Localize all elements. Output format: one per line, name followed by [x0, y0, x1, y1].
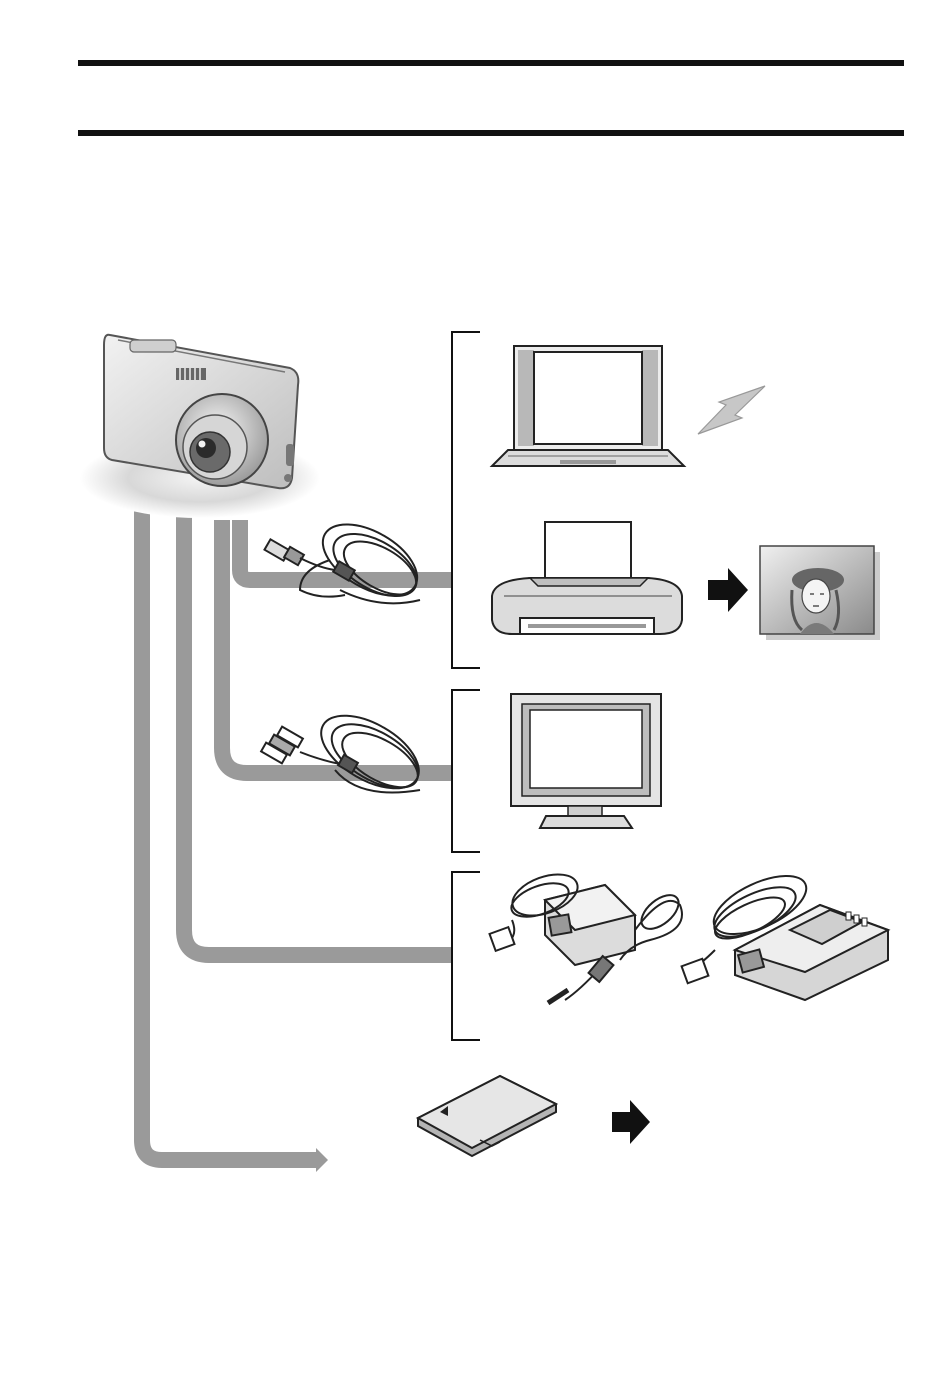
media-arrow-head [316, 1148, 328, 1172]
tv-monitor-icon [511, 694, 661, 828]
battery-charger-icon [682, 864, 888, 1000]
usb-cable-icon [264, 510, 429, 610]
connector-tv [222, 520, 452, 773]
camera-icon [80, 335, 320, 518]
ac-adaptor-icon [490, 866, 685, 1003]
laptop-computer-icon [492, 346, 684, 466]
arrow-from-card [612, 1100, 650, 1144]
connector-lines [142, 506, 452, 1160]
group-brackets [452, 332, 480, 1040]
printer-icon [492, 522, 682, 634]
lightning-icon [698, 386, 765, 434]
bracket-pc-printer [452, 332, 480, 668]
sd-card-icon [418, 1076, 556, 1156]
print-photo-icon [760, 546, 880, 640]
arrow-to-print [708, 568, 748, 612]
bracket-power [452, 872, 480, 1040]
av-cable-icon [261, 701, 431, 803]
bracket-tv [452, 690, 480, 852]
